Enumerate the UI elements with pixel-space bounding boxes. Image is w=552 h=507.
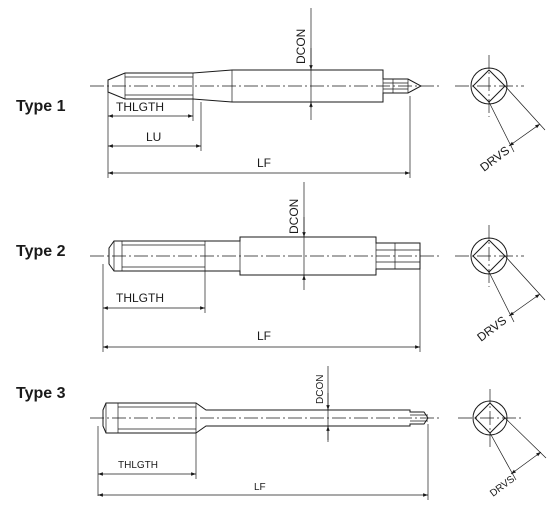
type-2-thlgth-label: THLGTH (116, 291, 164, 305)
type-3-lf-dimension: LF (98, 424, 429, 500)
type-2-dcon-dimension: DCON (287, 182, 306, 290)
type-3-end-view: DRVS (458, 389, 547, 500)
type-2-thlgth-dimension: THLGTH (102, 264, 206, 352)
type-1-end-view: DRVS (455, 55, 546, 174)
type-3-drvs-label: DRVS (488, 474, 517, 500)
type-3-thlgth-dimension: THLGTH (97, 426, 197, 496)
type-1-lf-label: LF (257, 156, 271, 170)
type-2-drawing: Type 2 DCON THLGTH (16, 182, 546, 352)
type-3-title: Type 3 (16, 385, 66, 402)
type-1-thlgth-label: THLGTH (116, 100, 164, 114)
type-1-drvs-label: DRVS (477, 143, 512, 174)
type-2-end-view: DRVS (455, 225, 546, 344)
type-3-drawing: Type 3 DCON THLGTH LF (16, 366, 547, 500)
type-3-tool-outline (102, 402, 429, 434)
type-3-thlgth-label: THLGTH (118, 460, 158, 471)
type-1-lf-dimension: LF (108, 96, 411, 178)
type-2-drvs-label: DRVS (474, 313, 509, 344)
type-3-lf-label: LF (254, 482, 266, 493)
type-2-lf-label: LF (257, 329, 271, 343)
type-1-title: Type 1 (16, 98, 66, 115)
type-1-lu-dimension: LU (108, 102, 202, 151)
type-1-thlgth-dimension: THLGTH (107, 92, 194, 178)
type-2-lf-dimension: LF (103, 269, 421, 352)
type-1-tool-outline (107, 69, 423, 103)
type-3-dcon-label: DCON (315, 375, 326, 404)
type-2-tool-outline (108, 236, 421, 276)
type-2-dcon-label: DCON (287, 199, 301, 234)
type-1-drawing: Type 1 DCON THL (16, 8, 546, 178)
type-2-title: Type 2 (16, 243, 66, 260)
type-3-dcon-dimension: DCON (315, 366, 330, 442)
type-1-dcon-label: DCON (294, 29, 308, 64)
type-1-dcon-dimension: DCON (294, 8, 313, 120)
type-1-lu-label: LU (146, 130, 161, 144)
